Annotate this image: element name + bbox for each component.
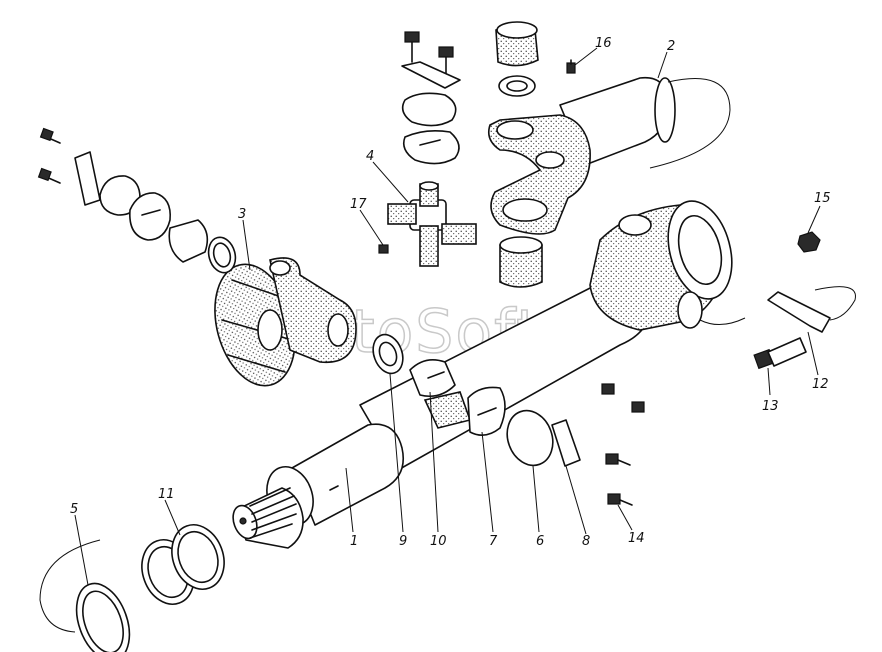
callout-10: 10 <box>430 534 447 549</box>
part-3-flange-yoke <box>214 257 357 387</box>
callout-15: 15 <box>814 191 831 206</box>
right-universal-joint-assembly <box>589 200 746 331</box>
part-17-fitting <box>378 244 389 254</box>
part-13-bolt <box>753 337 807 370</box>
callout-16: 16 <box>595 36 612 51</box>
callout-3: 3 <box>238 207 246 222</box>
callout-13: 13 <box>762 399 779 414</box>
callout-11: 11 <box>158 487 175 502</box>
callout-labels: 1 2 3 4 5 6 7 8 9 10 11 12 13 14 15 16 1… <box>70 36 831 549</box>
part-11-rings <box>141 524 225 605</box>
part-2-slip-yoke <box>487 76 731 235</box>
part-15-nut <box>797 231 821 253</box>
callout-5: 5 <box>70 502 78 517</box>
callout-7: 7 <box>489 534 498 549</box>
part-7-plate <box>467 386 506 436</box>
left-bearing-cap-set <box>37 127 237 274</box>
callout-12: 12 <box>812 377 829 392</box>
part-1-shaft-tube <box>232 278 650 549</box>
part-16-fitting <box>566 59 576 74</box>
leader-lines <box>74 47 821 586</box>
callout-14: 14 <box>628 531 645 546</box>
part-6-cover <box>506 409 554 467</box>
callout-4: 4 <box>366 149 374 164</box>
callout-17: 17 <box>350 197 367 212</box>
callout-2: 2 <box>667 39 675 54</box>
part-5-seal-ring <box>39 539 131 652</box>
callout-9: 9 <box>399 534 407 549</box>
part-8-lock-plate <box>551 419 581 467</box>
callout-1: 1 <box>350 534 358 549</box>
part-9-bushing <box>372 333 404 375</box>
callout-8: 8 <box>582 534 590 549</box>
part-12-lock-plate <box>767 286 856 333</box>
top-bearing-cap-set <box>401 21 543 288</box>
callout-6: 6 <box>536 534 544 549</box>
part-4-cross-spider <box>387 181 477 267</box>
part-14-bolts <box>601 383 645 506</box>
